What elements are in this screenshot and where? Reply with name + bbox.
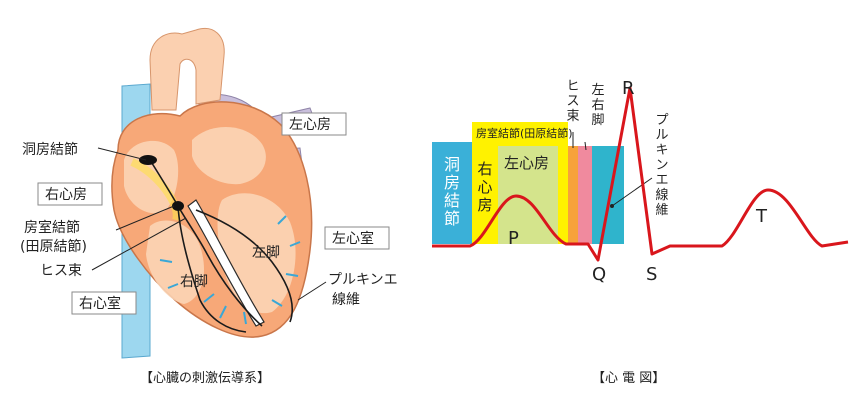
left-atrium-chamber bbox=[192, 126, 266, 185]
v-lr-text: 左右脚 bbox=[591, 83, 604, 128]
purkinje-fibers bbox=[159, 215, 301, 325]
label-left-ventricle: 左心室 bbox=[332, 230, 374, 247]
heart-labels: 洞房結節 右心房 房室結節 (田原結節) ヒス束 右心室 左心房 左心室 プルキ… bbox=[20, 112, 398, 386]
conduction-path-right bbox=[177, 205, 247, 333]
vert-right-atrium: 右心房 bbox=[477, 160, 492, 214]
block-purkinje bbox=[592, 146, 624, 244]
wave-label-P: P bbox=[508, 228, 519, 249]
wave-label-R: R bbox=[622, 78, 635, 99]
ecg-caption: 【心 電 図】 bbox=[592, 371, 665, 386]
text-av-node: 房室結節(田原結節) bbox=[476, 126, 573, 140]
av-node-dot bbox=[172, 201, 184, 211]
wave-label-S: S bbox=[646, 264, 657, 285]
label-his-bundle: ヒス束 bbox=[40, 263, 82, 279]
right-ventricle-chamber bbox=[146, 220, 205, 304]
label-purkinje-2: 線維 bbox=[332, 292, 360, 308]
label-left-bundle: 左脚 bbox=[252, 245, 280, 261]
label-av-node-1: 房室結節 bbox=[24, 219, 80, 236]
aorta bbox=[149, 28, 225, 111]
conduction-glow bbox=[130, 158, 181, 222]
ecg-diagram: 洞房結節 右心房 房室結節(田原結節) 左心房 ヒス束 左右脚 プルキンエ線維 … bbox=[432, 78, 849, 386]
label-right-atrium: 右心房 bbox=[45, 187, 87, 203]
v-ra-text: 右心房 bbox=[477, 160, 492, 214]
vert-purkinje: プルキンエ線維 bbox=[655, 113, 668, 218]
vert-sinoatrial: 洞房結節 bbox=[444, 155, 460, 228]
label-right-ventricle: 右心室 bbox=[79, 295, 121, 312]
septum bbox=[187, 199, 265, 327]
block-av-node-header bbox=[472, 122, 568, 142]
heart-caption: 【心臓の刺激伝導系】 bbox=[140, 371, 270, 386]
label-av-node-2: (田原結節) bbox=[20, 238, 87, 255]
sinoatrial-node-dot bbox=[139, 155, 157, 165]
text-left-atrium: 左心房 bbox=[504, 154, 549, 172]
label-right-bundle: 右脚 bbox=[180, 274, 208, 290]
v-pk-text: プルキンエ線維 bbox=[655, 113, 668, 218]
v-his-text: ヒス束 bbox=[566, 79, 579, 124]
conduction-path-main bbox=[149, 159, 263, 327]
vert-bundle-branches: 左右脚 bbox=[591, 83, 604, 128]
conduction-path-left bbox=[195, 209, 294, 323]
v-sa-text: 洞房結節 bbox=[444, 155, 460, 228]
block-his-bundle bbox=[568, 146, 578, 244]
label-purkinje-1: プルキンエ bbox=[328, 272, 398, 288]
block-bundle-branches bbox=[578, 146, 592, 244]
wave-label-T: T bbox=[755, 206, 768, 227]
vert-his-bundle: ヒス束 bbox=[566, 79, 579, 124]
block-sinoatrial bbox=[432, 142, 472, 244]
ecg-trace bbox=[432, 86, 849, 262]
wave-label-Q: Q bbox=[592, 264, 606, 285]
label-sinoatrial-node: 洞房結節 bbox=[22, 141, 78, 158]
label-left-atrium: 左心房 bbox=[289, 117, 331, 133]
heart-illustration bbox=[111, 28, 317, 359]
